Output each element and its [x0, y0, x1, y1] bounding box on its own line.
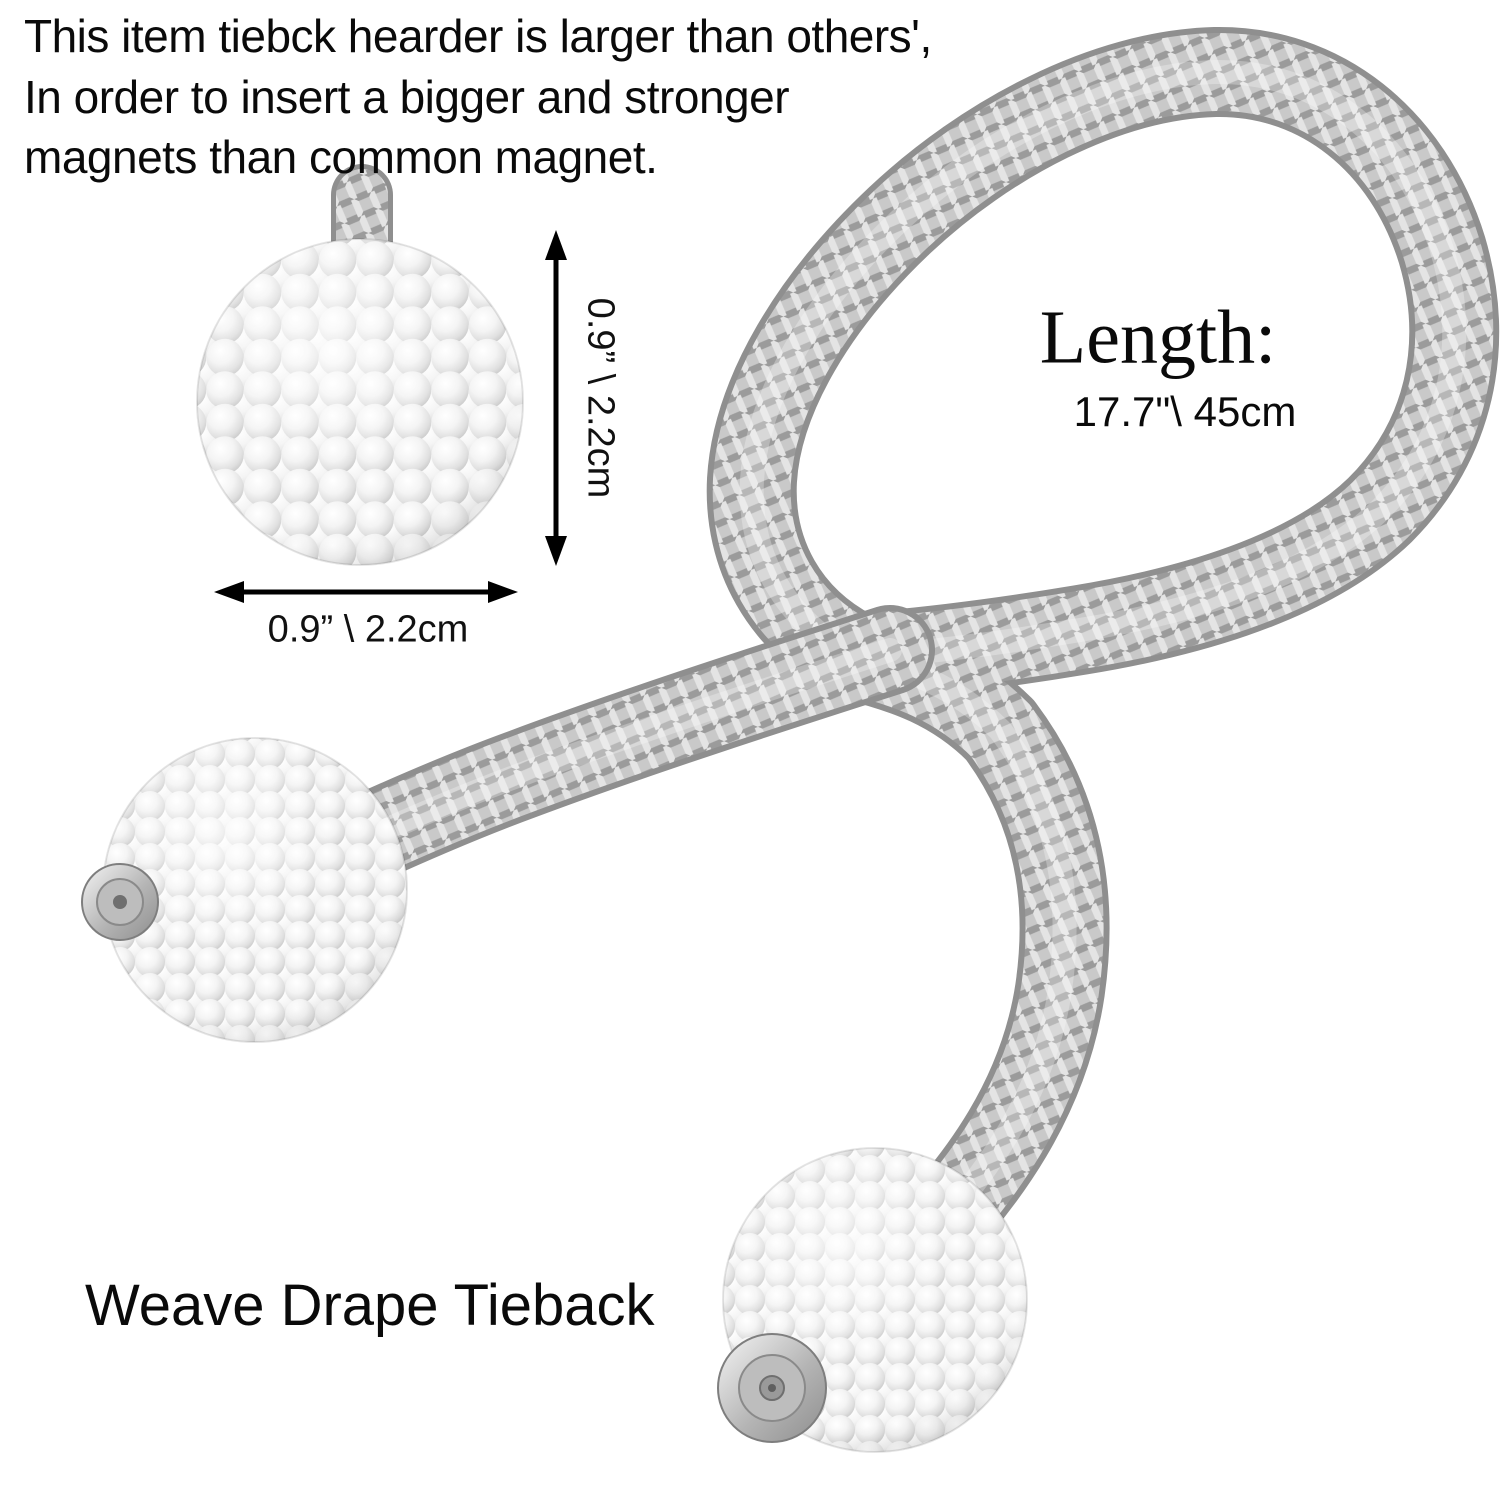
rope-strand-loop	[706, 27, 1500, 1315]
header-line-1: This item tiebck hearder is larger than …	[24, 10, 932, 62]
magnet-button-bottom	[717, 1333, 827, 1443]
magnet-button-left	[81, 863, 159, 941]
vertical-dimension-arrow-icon	[545, 230, 567, 566]
horizontal-dimension-arrow-icon	[214, 581, 518, 603]
header-text: This item tiebck hearder is larger than …	[24, 6, 932, 188]
vertical-dimension-label: 0.9” \ 2.2cm	[579, 297, 622, 499]
braided-rope	[217, 27, 1500, 1315]
header-line-2: In order to insert a bigger and stronger	[24, 70, 790, 123]
horizontal-dimension-label: 0.9” \ 2.2cm	[267, 608, 469, 651]
length-value: 17.7"\ 45cm	[1073, 388, 1297, 435]
header-line-3: magnets than common magnet.	[24, 131, 658, 184]
length-title: Length:	[1039, 295, 1277, 380]
bottom-pearl-ball	[717, 1147, 1028, 1453]
closeup-pearl-ball	[196, 238, 524, 566]
left-pearl-ball	[81, 737, 408, 1043]
product-label: Weave Drape Tieback	[85, 1273, 655, 1338]
